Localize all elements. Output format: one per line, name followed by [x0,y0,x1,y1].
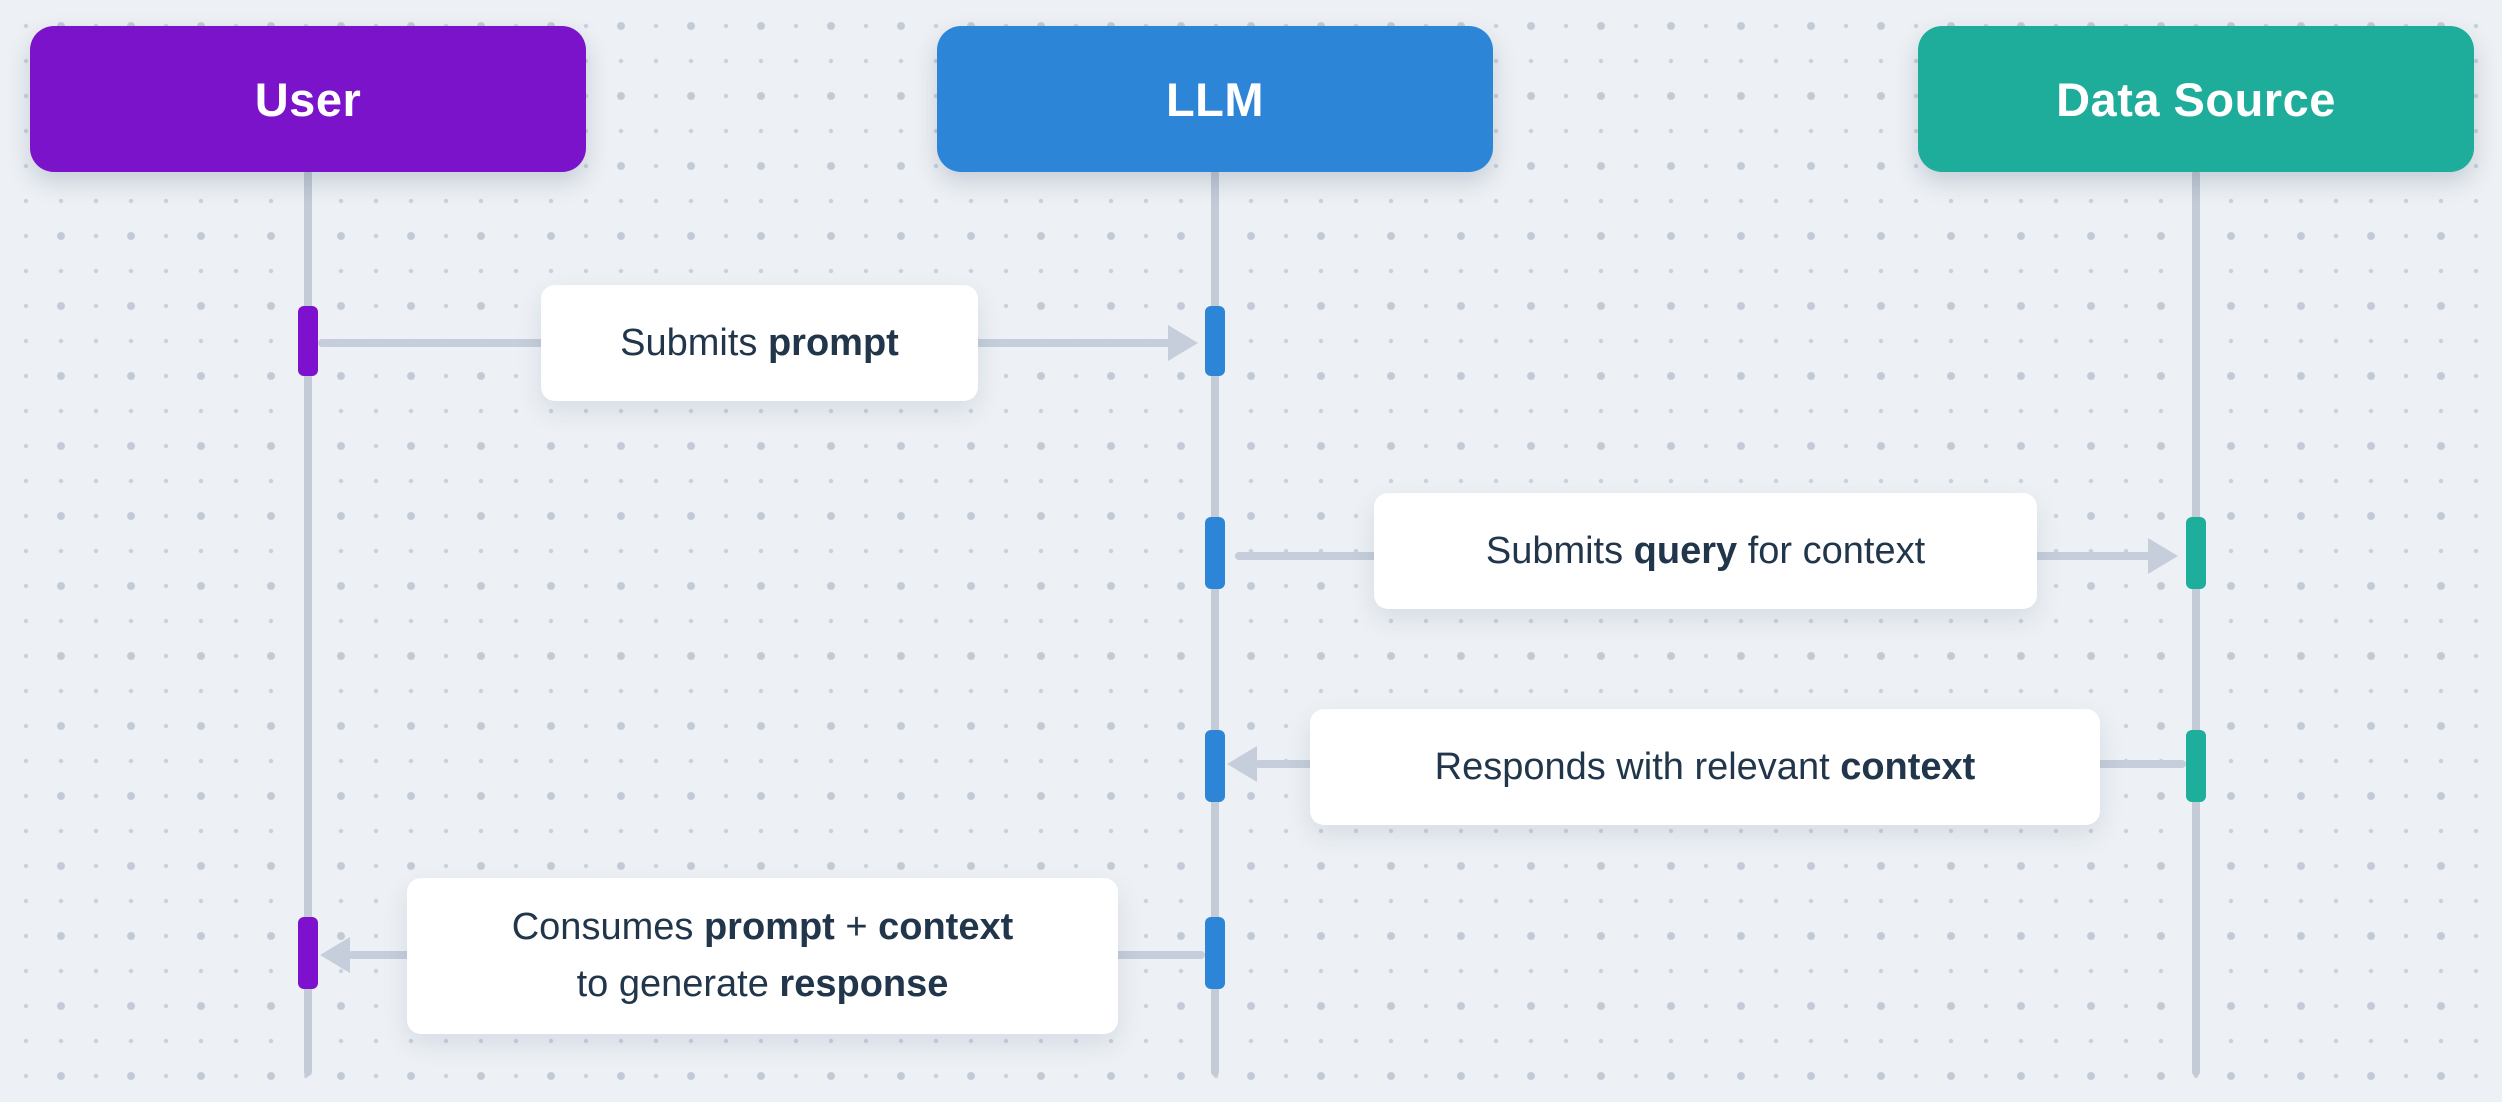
actor-box-data-source: Data Source [1918,26,2474,172]
lifeline-data-source [2192,170,2200,1076]
activation-llm-2 [1205,517,1225,589]
message-2-label: Submits query for context [1374,493,2037,609]
activation-llm-3 [1205,730,1225,802]
lifeline-llm [1211,170,1219,1076]
activation-data-source-3 [2186,730,2206,802]
lifeline-user [304,170,312,1076]
actor-label-user: User [254,72,362,126]
message-1-arrowhead-icon [1168,325,1198,361]
message-3-arrowhead-icon [1227,746,1257,782]
actor-box-user: User [30,26,586,172]
activation-data-source-2 [2186,517,2206,589]
activation-llm-4 [1205,917,1225,989]
actor-box-llm: LLM [937,26,1493,172]
message-3-text: Responds with relevant context [1434,745,1976,788]
activation-user-4 [298,917,318,989]
message-2-arrowhead-icon [2148,538,2178,574]
message-4-arrowhead-icon [320,937,350,973]
actor-label-data-source: Data Source [2056,72,2336,126]
actor-label-llm: LLM [1165,72,1265,126]
message-2-text: Submits query for context [1485,529,1926,572]
activation-llm-1 [1205,306,1225,376]
message-1-text: Submits prompt [620,321,899,364]
message-1-label: Submits prompt [541,285,978,401]
activation-user-1 [298,306,318,376]
message-3-label: Responds with relevant context [1310,709,2100,825]
